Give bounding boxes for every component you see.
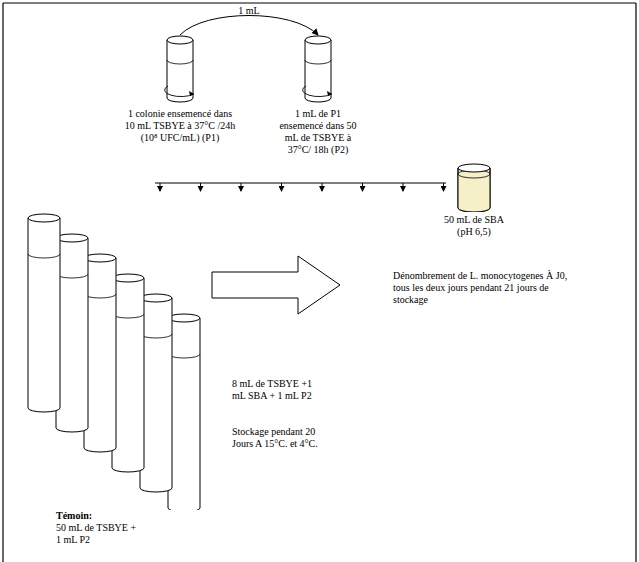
vessel-caption: 1 mL de P1 ensemencé dans 50 mL de TSBYE… [275, 108, 361, 156]
sba-bottle: 50 mL de SBA (pH 6,5) [438, 162, 510, 240]
culture-tube: 1 mL de P1 ensemencé dans 50 mL de TSBYE… [258, 34, 378, 158]
big-arrow [212, 256, 340, 314]
mix-note: 8 mL de TSBYE +1 mL SBA + 1 mL P2 [232, 378, 327, 402]
mix-note: Stockage pendant 20 Jours A 15°C. et 4°C… [232, 426, 327, 450]
culture-tube: 1 colonie ensemencé dans 10 mL TSBYE à 3… [120, 34, 240, 146]
vessel-caption: 50 mL de TSBYE + 1 mL P2 [56, 522, 138, 546]
vessel-caption: 1 colonie ensemencé dans 10 mL TSBYE à 3… [124, 108, 236, 144]
vessel-drawing [438, 162, 510, 212]
tube-rack: Témoin:50 mL de TSBYE + 1 mL P2 [20, 210, 225, 548]
vessel-drawing [158, 34, 202, 106]
dispense-line [155, 183, 446, 191]
control-heading: Témoin: [56, 510, 138, 522]
vessel-drawing [296, 34, 340, 106]
transfer-arrow [180, 16, 318, 36]
frame [3, 3, 636, 562]
count-note: Dénombrement de L. monocytogenes À J0, t… [393, 270, 578, 306]
vessel-drawing [20, 210, 225, 510]
vessel-caption: 50 mL de SBA (pH 6,5) [442, 214, 506, 238]
edge-label: 1 mL [238, 5, 259, 17]
